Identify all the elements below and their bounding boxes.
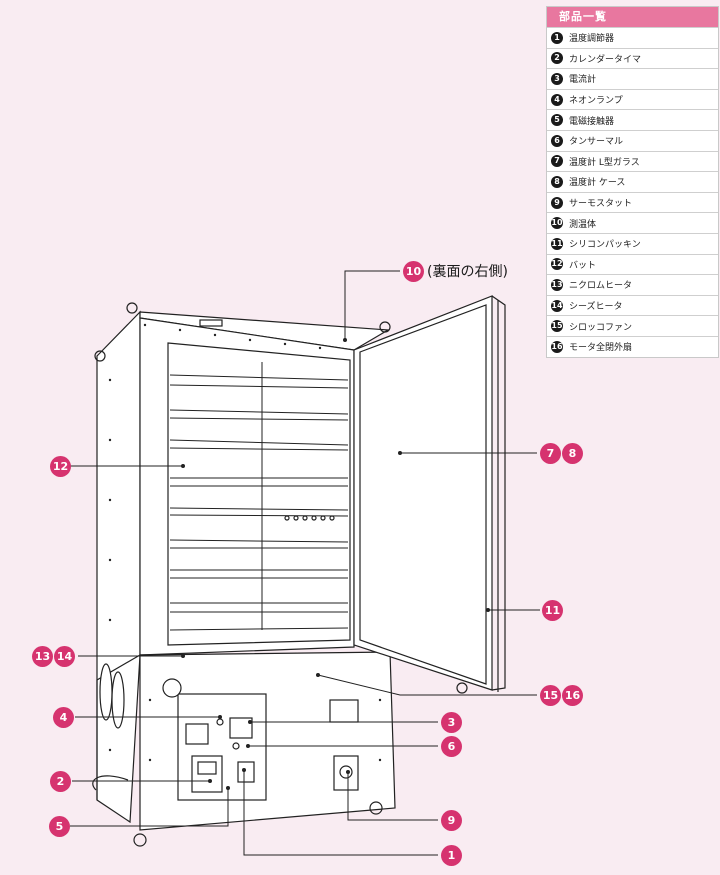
part-name: シーズヒータ xyxy=(569,302,623,313)
parts-list-item: 8 温度計 ケース xyxy=(547,171,718,192)
callout-3: 3 xyxy=(441,711,463,733)
parts-list-item: 10 測温体 xyxy=(547,212,718,233)
badge-13: 13 xyxy=(32,645,53,667)
badge-8: 8 xyxy=(562,442,583,464)
callout-10-note: (裏面の右側) xyxy=(427,264,508,280)
parts-list-item: 5 電磁接触器 xyxy=(547,109,718,130)
part-number-badge: 7 xyxy=(551,155,563,168)
part-number-badge: 14 xyxy=(551,299,563,312)
callout-4: 4 xyxy=(53,706,75,728)
part-name: 温度計 L型ガラス xyxy=(569,157,640,168)
part-number-badge: 9 xyxy=(551,196,563,209)
parts-list-item: 2 カレンダータイマ xyxy=(547,47,718,69)
parts-list-item: 1 温度調節器 xyxy=(547,27,718,48)
parts-list-item: 15 シロッコファン xyxy=(547,315,718,336)
part-name: シリコンパッキン xyxy=(569,240,641,251)
badge-9: 9 xyxy=(441,809,462,831)
part-number-badge: 16 xyxy=(551,340,563,353)
part-number-badge: 13 xyxy=(551,278,563,291)
parts-list-title: 部品一覧 xyxy=(547,7,718,27)
callout-15-16: 15 16 xyxy=(540,684,584,706)
part-name: シロッコファン xyxy=(569,322,633,333)
callout-10: 10 (裏面の右側) xyxy=(403,260,508,282)
badge-4: 4 xyxy=(53,706,74,728)
callout-13-14: 13 14 xyxy=(32,645,76,667)
parts-list-item: 4 ネオンランプ xyxy=(547,88,718,110)
parts-list-item: 11 シリコンパッキン xyxy=(547,232,718,254)
parts-list-item: 6 タンサーマル xyxy=(547,129,718,151)
parts-list-item: 13 ニクロムヒータ xyxy=(547,274,718,295)
callout-9: 9 xyxy=(441,809,463,831)
part-name: モータ全閉外扇 xyxy=(569,343,633,354)
parts-list-item: 16 モータ全閉外扇 xyxy=(547,335,718,357)
badge-6: 6 xyxy=(441,735,462,757)
part-name: タンサーマル xyxy=(569,137,624,148)
badge-7: 7 xyxy=(540,442,561,464)
part-number-badge: 6 xyxy=(551,134,563,147)
parts-list-item: 9 サーモスタット xyxy=(547,191,718,213)
badge-5: 5 xyxy=(49,815,70,837)
badge-15: 15 xyxy=(540,684,561,706)
badge-11: 11 xyxy=(542,599,563,621)
part-name: 温度計 ケース xyxy=(569,178,626,189)
part-number-badge: 3 xyxy=(551,72,563,85)
badge-12: 12 xyxy=(50,455,71,477)
parts-list-item: 14 シーズヒータ xyxy=(547,294,718,316)
parts-list-item: 3 電流計 xyxy=(547,68,718,89)
part-number-badge: 2 xyxy=(551,52,563,65)
part-name: 電流計 xyxy=(569,75,597,86)
badge-1: 1 xyxy=(441,844,462,866)
part-number-badge: 8 xyxy=(551,175,563,188)
callout-11: 11 xyxy=(542,599,564,621)
part-name: ネオンランプ xyxy=(569,96,623,107)
parts-list-item: 12 バット xyxy=(547,253,718,275)
callout-2: 2 xyxy=(50,770,72,792)
part-name: バット xyxy=(569,260,597,271)
badge-14: 14 xyxy=(54,645,75,667)
parts-list-rows: 1 温度調節器 2 カレンダータイマ 3 電流計 4 ネオンランプ 5 電磁接触器 6 タンサーマル 7… xyxy=(547,27,718,357)
parts-list-item: 7 温度計 L型ガラス xyxy=(547,150,718,172)
parts-list-table: 部品一覧 1 温度調節器 2 カレンダータイマ 3 電流計 4 ネオンランプ 5 電磁接触器 6 タン… xyxy=(546,6,719,358)
part-number-badge: 4 xyxy=(551,93,563,106)
badge-2: 2 xyxy=(50,770,71,792)
callout-6: 6 xyxy=(441,735,463,757)
part-name: 測温体 xyxy=(569,219,597,230)
badge-10: 10 xyxy=(403,260,424,282)
part-name: カレンダータイマ xyxy=(569,54,642,65)
part-number-badge: 10 xyxy=(551,217,563,230)
badge-3: 3 xyxy=(441,711,462,733)
callout-5: 5 xyxy=(49,815,71,837)
part-number-badge: 5 xyxy=(551,114,563,127)
part-number-badge: 11 xyxy=(551,237,563,250)
part-number-badge: 1 xyxy=(551,31,563,44)
part-number-badge: 12 xyxy=(551,258,563,271)
callout-1: 1 xyxy=(441,844,463,866)
part-number-badge: 15 xyxy=(551,320,563,333)
part-name: 電磁接触器 xyxy=(569,116,615,127)
part-name: ニクロムヒータ xyxy=(569,281,633,292)
callout-7-8: 7 8 xyxy=(540,442,584,464)
part-name: 温度調節器 xyxy=(569,34,615,45)
part-name: サーモスタット xyxy=(569,199,633,210)
badge-16: 16 xyxy=(562,684,583,706)
callout-12: 12 xyxy=(50,455,72,477)
